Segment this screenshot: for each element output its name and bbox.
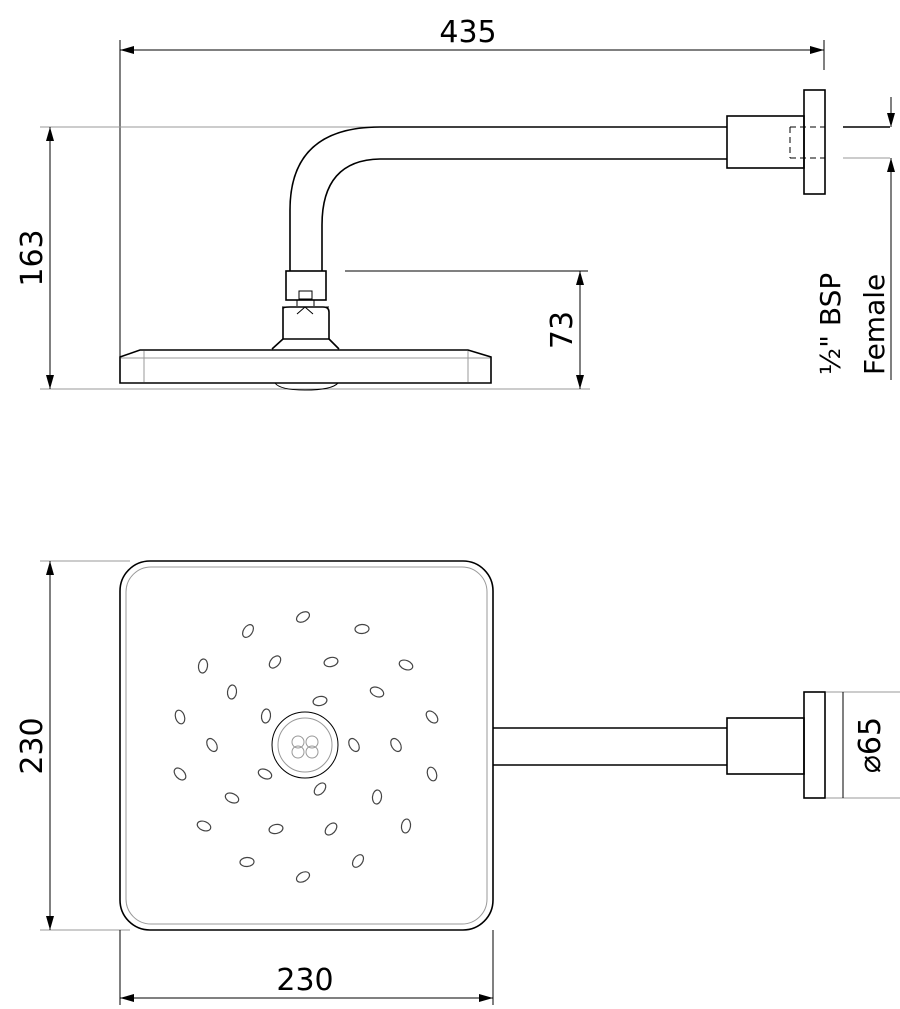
spray-nozzle	[268, 823, 284, 835]
swivel-base	[271, 338, 340, 350]
spray-nozzle	[174, 709, 186, 725]
spray-nozzle	[173, 767, 187, 781]
spray-nozzle	[312, 695, 328, 707]
spray-nozzle	[295, 871, 311, 883]
flange-diameter-label: ⌀65	[853, 717, 888, 773]
swivel-detail	[296, 306, 314, 315]
swivel-body	[282, 306, 330, 340]
shower-head-profile	[119, 349, 492, 384]
centre-logo-badge	[271, 711, 339, 779]
spray-nozzle	[400, 818, 412, 834]
side-view: 435 163 73 ½" BSP Female	[15, 15, 895, 391]
spray-nozzle	[224, 792, 240, 804]
wall-flange-top	[803, 691, 826, 799]
spray-nozzle	[206, 737, 218, 753]
centre-spray-disc	[274, 382, 339, 391]
spray-nozzle	[313, 782, 327, 796]
wall-flange	[803, 89, 826, 195]
spray-nozzle	[425, 710, 439, 724]
spray-nozzle	[197, 658, 209, 674]
spray-nozzle	[226, 684, 238, 700]
spray-nozzle	[239, 856, 255, 868]
hidden-thread-lines	[789, 126, 825, 159]
dimension-head-height: 73	[545, 311, 580, 349]
spray-nozzle	[257, 768, 273, 780]
spray-nozzle	[268, 655, 282, 669]
spray-nozzle	[260, 708, 272, 724]
spray-nozzle	[295, 611, 311, 623]
spray-nozzle	[398, 659, 414, 671]
wall-escutcheon-body	[726, 115, 805, 169]
dimension-head-depth: 230	[15, 717, 50, 774]
thread-size-label: ½" BSP	[814, 273, 847, 375]
shower-head-outline	[119, 560, 494, 931]
spray-nozzle	[348, 737, 360, 753]
spray-nozzle	[242, 624, 254, 638]
connector-nut	[285, 270, 327, 301]
dimension-overall-width: 435	[439, 15, 496, 50]
shower-arm-inner	[321, 158, 727, 271]
shower-arm-top	[493, 727, 727, 766]
dimension-overall-height: 163	[15, 229, 50, 286]
connector-pin	[298, 290, 313, 300]
spray-nozzle	[369, 686, 385, 698]
spray-nozzle	[426, 766, 438, 782]
thread-type-label: Female	[858, 274, 891, 375]
spray-nozzle	[390, 737, 402, 753]
nozzle-group	[173, 611, 439, 883]
spray-nozzle	[323, 656, 339, 668]
shower-arm-outer	[289, 126, 727, 271]
dimension-head-width: 230	[276, 963, 333, 998]
top-view: 230 230 ⌀65	[15, 560, 900, 1005]
wall-escutcheon-top	[726, 717, 805, 775]
spray-nozzle	[196, 820, 212, 832]
spray-nozzle	[354, 623, 370, 635]
spray-nozzle	[324, 822, 338, 836]
shower-head-inner-edge	[125, 566, 488, 925]
spray-nozzle	[371, 789, 383, 805]
ball-joint	[282, 300, 329, 308]
spray-nozzle	[351, 854, 365, 868]
